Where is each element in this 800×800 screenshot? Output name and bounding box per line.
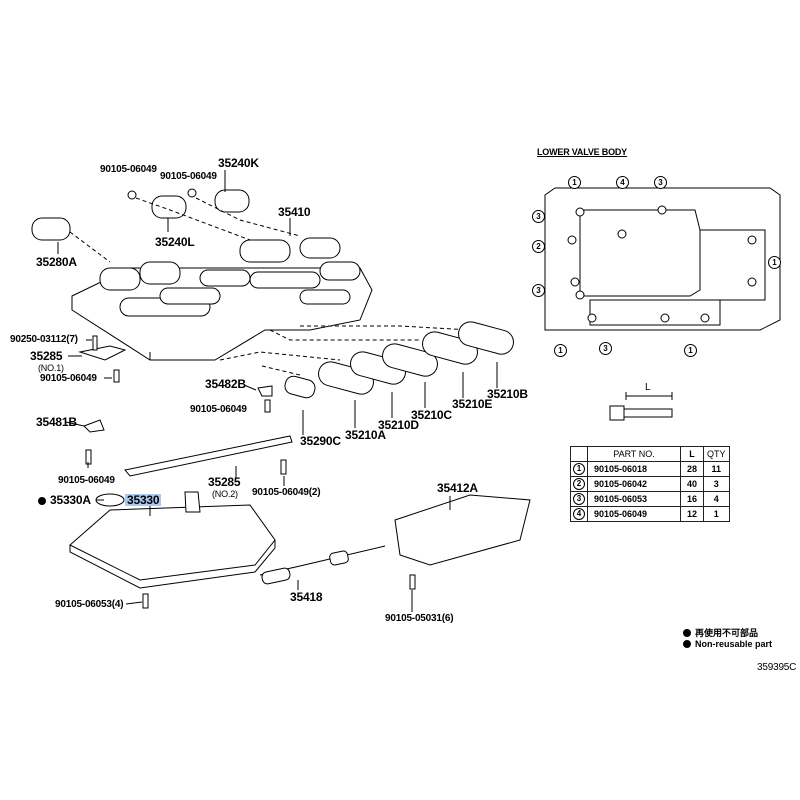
part-number[interactable]: 90105-06053: [587, 491, 681, 507]
callout-35280a[interactable]: 35280A: [36, 255, 77, 269]
callout-35482b[interactable]: 35482B: [205, 377, 246, 391]
callout-35285-no1[interactable]: 35285: [30, 349, 63, 363]
bolt-marker: 3: [532, 284, 545, 297]
bolt-marker: 1: [554, 344, 567, 357]
callout-bolt[interactable]: 90105-05031(6): [385, 613, 454, 624]
callout-bolt[interactable]: 90105-06049: [58, 475, 115, 486]
callout-35330-selected[interactable]: 35330: [125, 493, 162, 507]
solenoid-drawings-top: [31, 188, 250, 241]
table-row: 3 90105-06053 16 4: [570, 491, 730, 507]
quantity: 3: [703, 476, 730, 492]
bolt-marker: 1: [768, 256, 781, 269]
length: 12: [680, 506, 704, 522]
table-header-row: PART NO. L QTY: [570, 446, 730, 462]
non-reusable-dot-icon: [38, 497, 46, 505]
callout-pin[interactable]: 90250-03112(7): [10, 334, 78, 345]
callout-35290c[interactable]: 35290C: [300, 434, 341, 448]
part-number[interactable]: 90105-06042: [587, 476, 681, 492]
callout-bolt[interactable]: 90105-06053(4): [55, 599, 124, 610]
bolt-marker: 3: [532, 210, 545, 223]
quantity: 1: [703, 506, 730, 522]
callout-35330a[interactable]: 35330A: [38, 494, 91, 506]
bolt-length-drawing: [609, 392, 673, 421]
header-l: L: [680, 446, 704, 462]
bolt-marker: 4: [616, 176, 629, 189]
bolt-table: PART NO. L QTY 1 90105-06018 28 11 2 901…: [570, 446, 730, 522]
bolt-marker: 3: [599, 342, 612, 355]
callout-no2: (NO.2): [212, 489, 238, 499]
row-number: 4: [573, 508, 585, 520]
callout-35210c[interactable]: 35210C: [411, 408, 452, 422]
row-number: 2: [573, 478, 585, 490]
bullet-icon: [683, 629, 691, 637]
row-number: 1: [573, 463, 585, 475]
lower-valve-body-drawing: [544, 187, 781, 331]
wire-harness-drawing: [394, 494, 531, 566]
bolt-marker: 1: [568, 176, 581, 189]
lower-valve-body-title: LOWER VALVE BODY: [537, 147, 627, 157]
header-part-no: PART NO.: [587, 446, 681, 462]
table-row: 2 90105-06042 40 3: [570, 476, 730, 492]
row-number: 3: [573, 493, 585, 505]
bullet-icon: [683, 640, 691, 648]
bolt-marker: 1: [684, 344, 697, 357]
table-row: 4 90105-06049 12 1: [570, 506, 730, 522]
part-number[interactable]: 90105-06018: [587, 461, 681, 477]
callout-35285-no2[interactable]: 35285: [208, 475, 241, 489]
corner-cell: [570, 446, 588, 462]
callout-35210e[interactable]: 35210E: [452, 397, 493, 411]
callout-35481b[interactable]: 35481B: [36, 415, 77, 429]
callout-35410[interactable]: 35410: [278, 205, 311, 219]
length: 16: [680, 491, 704, 507]
callout-bolt[interactable]: 90105-06049: [40, 373, 97, 384]
callout-35412a[interactable]: 35412A: [437, 481, 478, 495]
quantity: 11: [703, 461, 730, 477]
length: 40: [680, 476, 704, 492]
legend-jp: 再使用不可部品: [683, 626, 758, 639]
callout-bolt[interactable]: 90105-06049(2): [252, 487, 321, 498]
callout-no1: (NO.1): [38, 363, 64, 373]
length-label: L: [645, 382, 651, 393]
strainer-drawing: [69, 504, 276, 581]
part-number[interactable]: 90105-06049: [587, 506, 681, 522]
length: 28: [680, 461, 704, 477]
solenoid-drawings-bottom: [284, 321, 514, 399]
callout-35240l[interactable]: 35240L: [155, 235, 195, 249]
callout-bolt[interactable]: 90105-06049: [190, 404, 247, 415]
callout-35240k[interactable]: 35240K: [218, 156, 259, 170]
bolt-marker: 3: [654, 176, 667, 189]
callout-bolt[interactable]: 90105-06049: [100, 164, 157, 175]
callout-bolt[interactable]: 90105-06049: [160, 171, 217, 182]
upper-valve-body-drawing: [71, 237, 373, 361]
legend-en: Non-reusable part: [683, 639, 772, 649]
callout-35210a[interactable]: 35210A: [345, 428, 386, 442]
callout-35210b[interactable]: 35210B: [487, 387, 528, 401]
bolt-marker: 2: [532, 240, 545, 253]
quantity: 4: [703, 491, 730, 507]
table-row: 1 90105-06018 28 11: [570, 461, 730, 477]
callout-35210d[interactable]: 35210D: [378, 418, 419, 432]
diagram-id: 359395C: [757, 662, 797, 673]
callout-35418[interactable]: 35418: [290, 590, 323, 604]
header-qty: QTY: [703, 446, 730, 462]
